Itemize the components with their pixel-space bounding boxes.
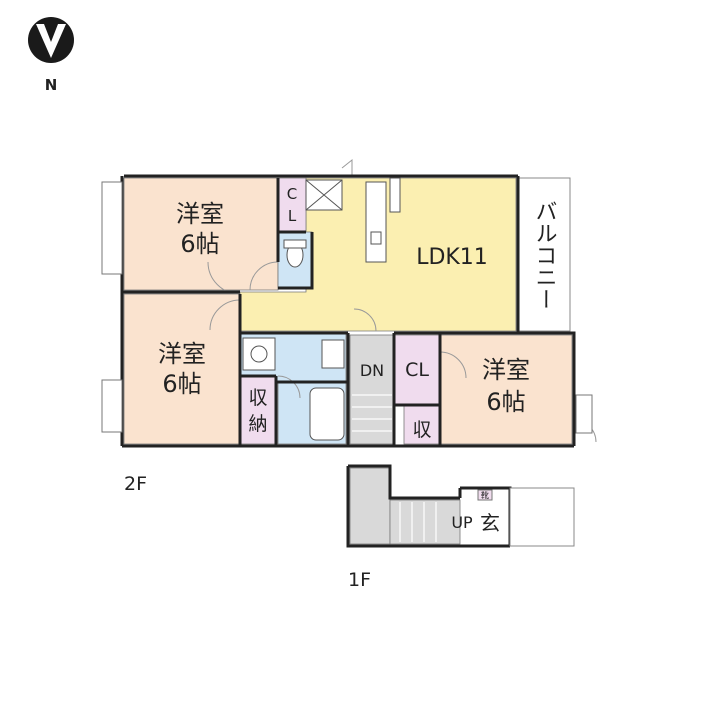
west-north-bedroom-size: 6帖 — [180, 230, 219, 258]
entrance-porch — [509, 487, 575, 547]
north-arrow-icon — [36, 24, 66, 58]
closet-mid — [393, 334, 441, 406]
fridge-space — [389, 177, 401, 213]
floor-label-2f: 2F — [124, 473, 147, 495]
entrance-label: 玄 — [480, 511, 500, 535]
ldk-label: LDK11 — [416, 245, 488, 270]
room-labels: 洋室 6帖 洋室 6帖 洋室 6帖 LDK11 バルコニー C L CL 収 納… — [124, 185, 557, 591]
east-bedroom-size: 6帖 — [486, 388, 525, 416]
washbasin-icon — [321, 339, 345, 369]
storage-small-label: 収 — [412, 419, 431, 441]
balcony-label: バルコニー — [532, 200, 557, 310]
storage-left-line2: 納 — [248, 413, 267, 435]
wall — [440, 331, 576, 446]
east-bedroom — [439, 334, 573, 445]
door-swing — [341, 158, 353, 176]
closet-top — [277, 177, 307, 233]
stairs-down-area — [349, 334, 395, 445]
fixtures — [242, 177, 401, 441]
west-south-bedroom-name: 洋室 — [158, 340, 206, 368]
stairs-down-label: DN — [360, 361, 384, 380]
compass: N — [28, 17, 74, 94]
walls-2f — [120, 174, 576, 448]
wall — [348, 464, 460, 500]
shoe-box-label: 靴 — [481, 490, 489, 500]
windows — [101, 181, 593, 434]
storage-left-line1: 収 — [248, 387, 267, 409]
closet-mid-label: CL — [405, 359, 429, 381]
stairs-up-label: UP — [451, 513, 473, 532]
balcony-area — [517, 177, 571, 332]
wall — [278, 232, 314, 290]
door-swing — [209, 299, 241, 331]
west-south-bedroom — [123, 293, 241, 445]
kitchen-sink-icon — [370, 231, 382, 245]
window — [101, 181, 123, 275]
toilet-tank-icon — [283, 239, 307, 249]
door-swing — [439, 351, 467, 379]
west-north-bedroom — [123, 177, 279, 291]
storage-box-cross — [305, 179, 343, 211]
closet-top-l: L — [288, 207, 297, 225]
kitchen-counter — [365, 181, 387, 263]
window — [101, 379, 123, 433]
bathtub-icon — [309, 387, 345, 441]
window — [575, 394, 593, 434]
west-north-bedroom-name: 洋室 — [176, 200, 224, 228]
washing-machine-drum-icon — [250, 345, 268, 363]
compass-label: N — [45, 76, 58, 94]
stairs-1f-landing — [349, 467, 391, 545]
door-swing — [207, 261, 241, 295]
stairs-up-area — [389, 499, 461, 545]
east-bedroom-name: 洋室 — [482, 356, 530, 384]
door-swing — [249, 261, 279, 291]
floor-label-1f: 1F — [348, 569, 371, 591]
closet-top-c: C — [287, 185, 297, 203]
west-south-bedroom-size: 6帖 — [162, 370, 201, 398]
stair-treads — [352, 394, 437, 542]
shoe-box — [477, 489, 493, 501]
door-swing — [353, 308, 377, 332]
wall — [346, 466, 510, 548]
